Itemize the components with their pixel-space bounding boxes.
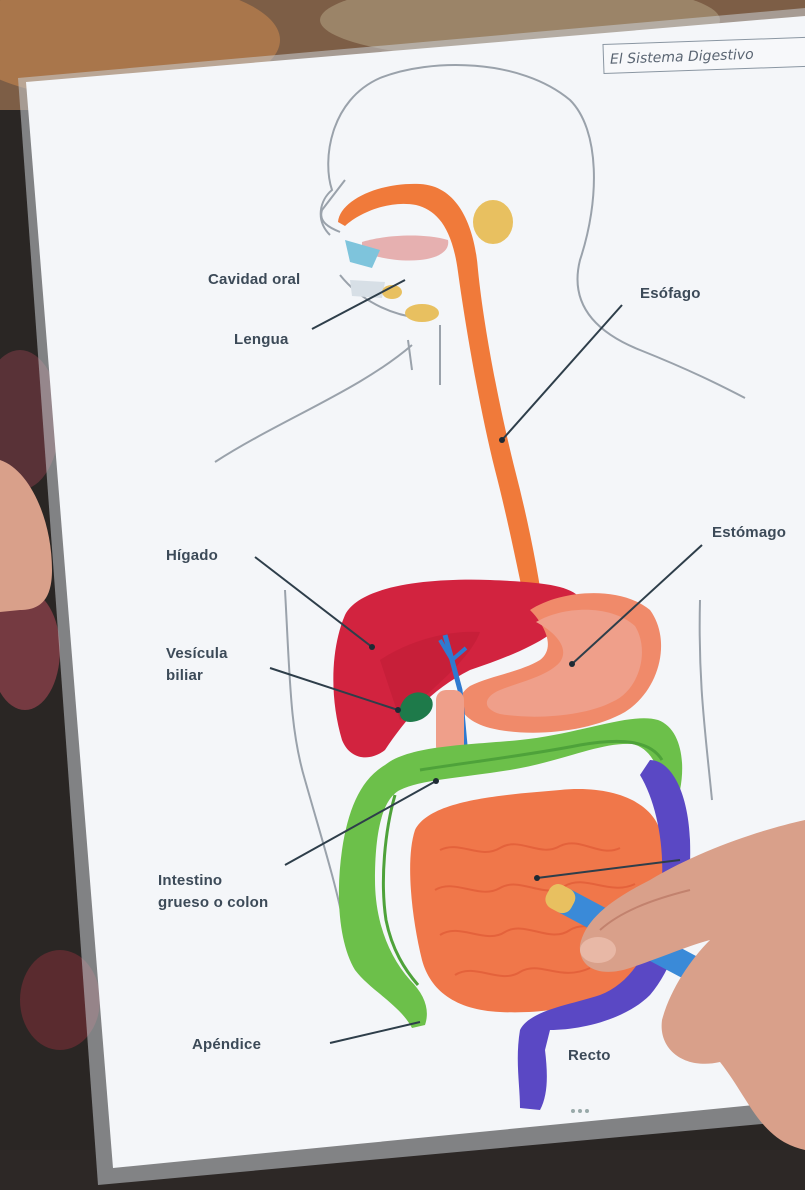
label-intestino-line2: grueso o colon: [158, 892, 268, 914]
label-estomago: Estómago: [712, 522, 786, 544]
label-vesicula-biliar: Vesícula biliar: [166, 643, 228, 687]
label-vesicula-line1: Vesícula: [166, 643, 228, 665]
page-dots: [571, 1100, 592, 1118]
label-apendice: Apéndice: [192, 1034, 261, 1056]
label-cavidad-oral: Cavidad oral: [208, 269, 300, 291]
label-intestino-line1: Intestino: [158, 870, 268, 892]
label-intestino-grueso: Intestino grueso o colon: [158, 870, 268, 914]
label-recto: Recto: [568, 1045, 611, 1067]
label-esofago: Esófago: [640, 283, 701, 305]
label-lengua: Lengua: [234, 329, 289, 351]
label-higado: Hígado: [166, 545, 218, 567]
label-vesicula-line2: biliar: [166, 665, 228, 687]
